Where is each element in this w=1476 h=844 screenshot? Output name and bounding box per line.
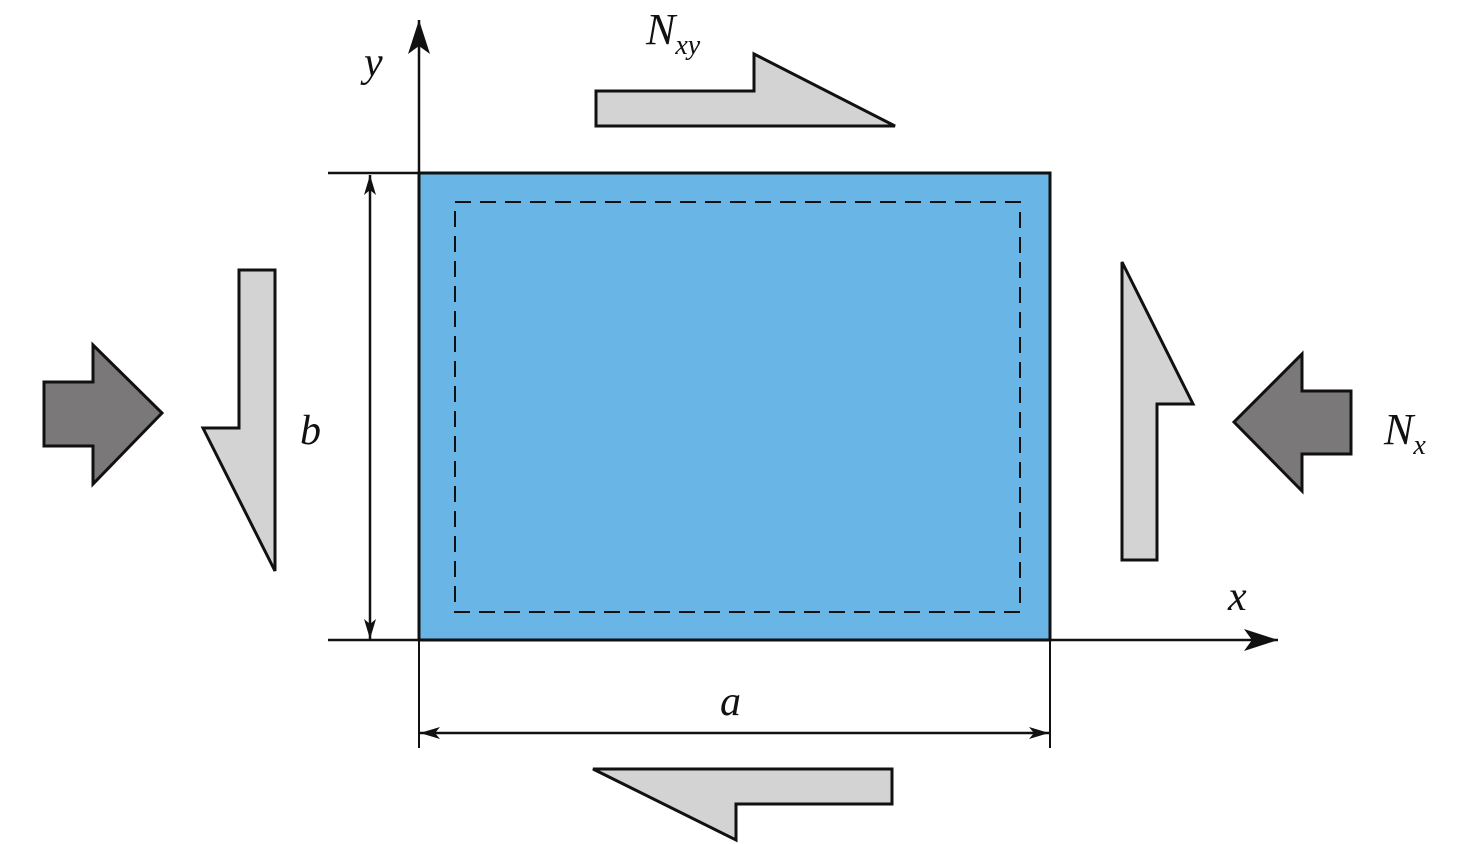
shear-arrow-right xyxy=(1120,261,1196,562)
shear-arrow-bottom xyxy=(592,767,894,843)
shear-arrow-left xyxy=(200,268,277,572)
compression-arrow-left xyxy=(42,341,165,488)
compression-arrow-right xyxy=(1231,350,1353,495)
shear-arrow-top xyxy=(594,51,896,128)
x-axis-label: x xyxy=(1227,574,1247,620)
shear-force-label: Nxy xyxy=(645,5,701,61)
plate xyxy=(417,171,1052,642)
width-label: a xyxy=(720,679,741,725)
height-label: b xyxy=(300,408,321,454)
compression-force-label: Nx xyxy=(1383,405,1426,461)
plate-inner-dashed-boundary xyxy=(454,201,1021,613)
y-axis-label: y xyxy=(360,40,383,86)
